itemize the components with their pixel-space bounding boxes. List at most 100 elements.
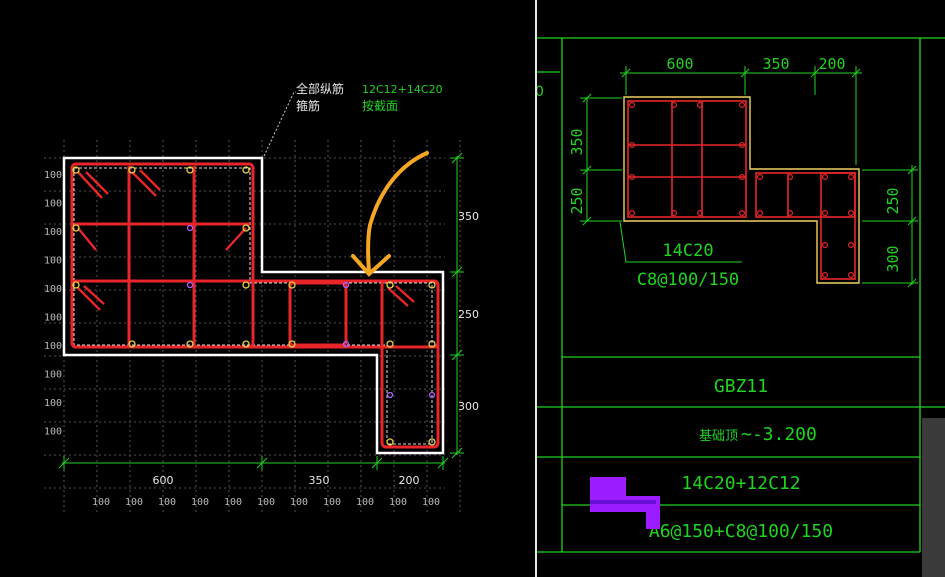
dimension-lines: [58, 152, 464, 470]
grid-label-bottom: 100: [191, 497, 209, 508]
note-value-all-bars: 12C12+14C20: [362, 83, 443, 96]
r-rebar-point: [847, 242, 854, 249]
r-dim-top-200: 200: [818, 55, 845, 73]
reinforcement-note: 全部纵筋 12C12+14C20 箍筋 按截面: [296, 81, 443, 113]
r-rebar-point: [738, 174, 745, 181]
dim-right-300: 300: [458, 400, 479, 413]
grid-label-bottom: 100: [389, 497, 407, 508]
right-stirrups: [627, 100, 856, 280]
r-rebar-point: [696, 210, 703, 217]
dim-bottom-200: 200: [399, 474, 420, 487]
note-value-stirrups: 按截面: [362, 99, 398, 113]
grid-label-bottom: 100: [356, 497, 374, 508]
r-rebar-point: [821, 272, 828, 279]
grid-label-left: 100: [44, 313, 62, 324]
dim-bottom-350: 350: [309, 474, 330, 487]
r-rebar-point: [847, 272, 854, 279]
highlight-edge: [590, 500, 656, 504]
grid-label-bottom: 100: [422, 497, 440, 508]
section-core-dashed: [73, 167, 433, 445]
r-dim-left-250: 250: [568, 187, 586, 214]
rebar-point: [288, 340, 296, 348]
r-rebar-point: [628, 101, 635, 108]
r-rebar-point: [628, 210, 635, 217]
rebar-point: [128, 166, 136, 174]
rebar-point-small: [428, 391, 436, 399]
stirrup-outer-main: [70, 162, 255, 349]
grid-label-bottom: 100: [125, 497, 143, 508]
r-rebar-point: [628, 174, 635, 181]
r-rebar-point: [738, 210, 745, 217]
rebar-point: [242, 166, 250, 174]
r-dim-left-350: 350: [568, 128, 586, 155]
r-rebar-point: [738, 101, 745, 108]
r-stirrup-spec: C8@100/150: [637, 270, 739, 290]
dim-bottom-600: 600: [153, 474, 174, 487]
table-frame: [537, 37, 945, 553]
right-dimension-texts: 600 350 200 350 250 250 300 14C20 C8@100…: [568, 55, 902, 290]
grid-label-bottom: 100: [257, 497, 275, 508]
rebar-point: [242, 224, 250, 232]
grid-label-left: 100: [44, 199, 62, 210]
rebar-point-small: [186, 281, 194, 289]
r-dim-top-350: 350: [762, 55, 789, 73]
right-dimension-lines: [580, 66, 918, 288]
right-column-table: 0: [535, 37, 945, 553]
grid-label-left: 100: [44, 370, 62, 381]
rebar-point: [242, 340, 250, 348]
r-stirrup-v: [820, 172, 856, 280]
rebar-point: [72, 224, 80, 232]
r-rebar-point: [628, 142, 635, 149]
dim-right-350: 350: [458, 210, 479, 223]
r-main-bars: 14C20: [662, 241, 713, 261]
r-stirrup-h: [755, 172, 856, 218]
r-rebar-point: [738, 142, 745, 149]
note-label-stirrups: 箍筋: [296, 98, 320, 113]
rebar-point: [242, 281, 250, 289]
note-leader: [263, 91, 296, 157]
rebar-point: [288, 281, 296, 289]
r-rebar-point: [821, 242, 828, 249]
r-rebar-point: [670, 101, 677, 108]
rebar-point: [186, 340, 194, 348]
rebar-point: [428, 438, 436, 446]
rebar-point: [428, 340, 436, 348]
dimension-texts: 600 350 200 350 250 300: [153, 210, 480, 487]
r-rebar-point: [821, 174, 828, 181]
table-texts: GBZ11 基础顶 ~-3.200 14C20+12C12 A6@150+C8@…: [649, 376, 833, 542]
grid-label-bottom: 100: [224, 497, 242, 508]
r-rebar-point: [786, 210, 793, 217]
rebar-point: [386, 340, 394, 348]
r-rebar-point: [670, 210, 677, 217]
column-name: GBZ11: [714, 376, 768, 397]
r-dim-right-300: 300: [884, 245, 902, 272]
section-outline: [62, 156, 445, 455]
r-dim-top-600: 600: [666, 55, 693, 73]
stirrups: [70, 162, 440, 449]
viewport-divider: [535, 0, 537, 577]
grid-label-left: 100: [44, 284, 62, 295]
rebar-point-small: [386, 391, 394, 399]
scrollbar[interactable]: [922, 418, 945, 577]
stirrup-small: [288, 281, 348, 347]
r-dim-right-250: 250: [884, 187, 902, 214]
right-section-outline: [623, 96, 860, 284]
elevation-range: ~-3.200: [741, 424, 817, 445]
hooks: [77, 169, 415, 311]
rebar-point: [386, 281, 394, 289]
right-longitudinal-bars: [628, 101, 854, 279]
grid-label-left: 100: [44, 256, 62, 267]
stirrup-spec: A6@150+C8@100/150: [649, 521, 833, 542]
stirrup-vertical: [380, 279, 440, 449]
note-label-all-bars: 全部纵筋: [296, 81, 344, 96]
rebar-point-small: [342, 281, 350, 289]
left-section-drawing: 100 100 100 100 100 100 100 100 100 100 100 100 100 1…: [44, 81, 479, 512]
dim-right-250: 250: [458, 308, 479, 321]
r-rebar-point: [847, 174, 854, 181]
longitudinal-spec: 14C20+12C12: [681, 473, 800, 494]
rebar-point-small: [186, 224, 194, 232]
r-rebar-point: [696, 101, 703, 108]
partial-label: 0: [535, 84, 544, 100]
grid-label-bottom: 100: [158, 497, 176, 508]
